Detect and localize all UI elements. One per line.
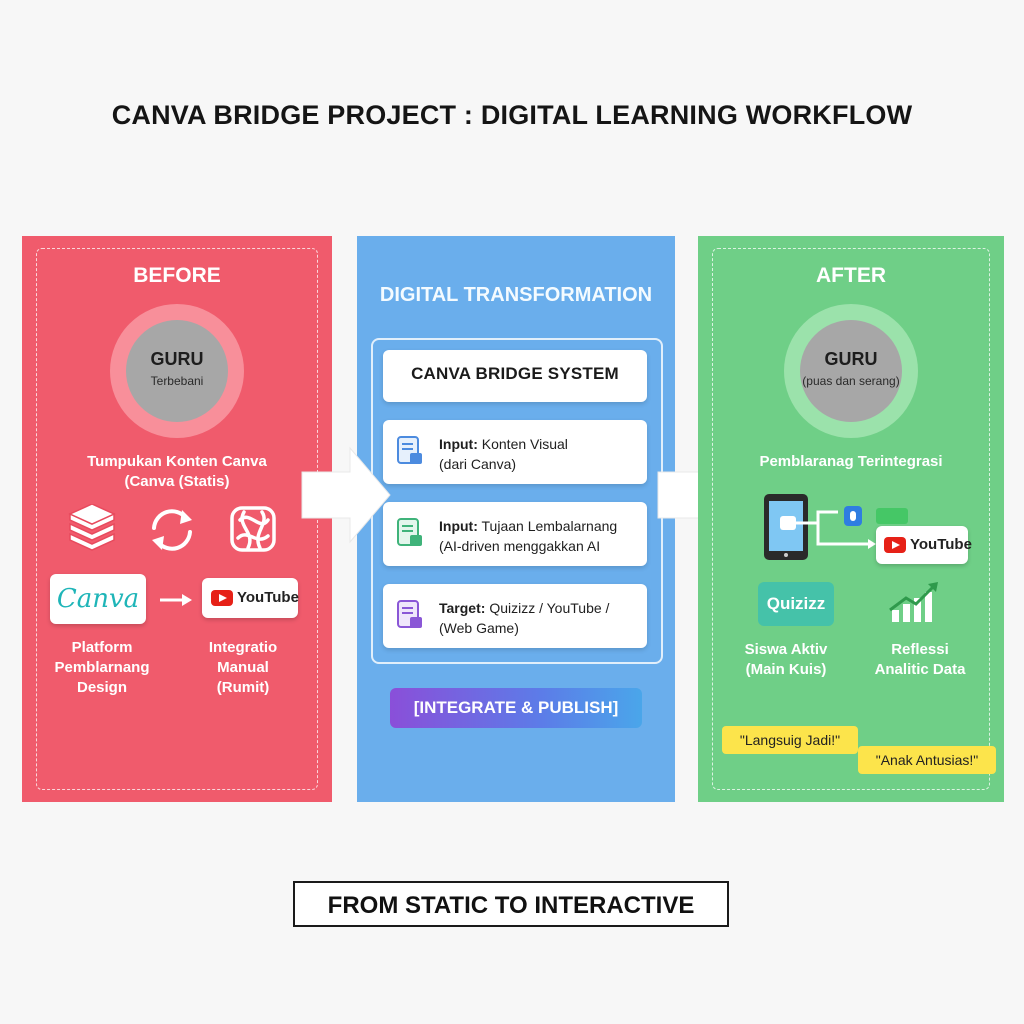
content-stack-label: Tumpukan Konten Canva (Canva (Statis) — [87, 453, 267, 490]
before-heading: BEFORE — [133, 264, 221, 287]
step-label: Input: — [439, 436, 478, 452]
page-title: CANVA BRIDGE PROJECT : DIGITAL LEARNING … — [111, 100, 913, 130]
arrow-right-icon — [160, 594, 192, 606]
quote-bubble: "Anak Antusias!" — [858, 746, 996, 774]
after-panel: AFTER GURU (puas dan serang) Pemblaranag… — [698, 236, 1004, 802]
step-label: Input: — [439, 518, 478, 534]
youtube-logo: YouTube — [876, 526, 972, 564]
step-target: Target: Quizizz / YouTube / (Web Game) — [383, 584, 647, 648]
dashed-border — [36, 248, 318, 790]
step-visual-content: Input: Konten Visual (dari Canva) — [383, 420, 647, 484]
guru-avatar: GURU Terbebani — [110, 304, 244, 438]
after-heading: AFTER — [816, 264, 886, 287]
reflection-label: Reflessi Analitic Data — [874, 641, 966, 678]
youtube-play-icon — [884, 536, 906, 553]
platform-label: Platform Pemblarnang Design — [54, 639, 150, 696]
stack-icon — [68, 504, 116, 551]
guru-name: GURU — [824, 349, 878, 369]
quote-bubble: "Langsuig Jadi!" — [722, 726, 858, 754]
document-icon — [397, 436, 422, 464]
canva-logo: Canva — [50, 574, 146, 624]
guru-state: Terbebani — [150, 374, 204, 388]
arrow-before-to-transform-icon — [301, 446, 391, 544]
growth-chart-icon — [889, 582, 938, 622]
step-label: Target: — [439, 600, 486, 616]
before-panel: BEFORE GURU Terbebani Tumpukan Konten Ca… — [22, 236, 332, 802]
transformation-heading: DIGITAL TRANSFORMATION — [379, 284, 653, 306]
guru-name: GURU — [150, 349, 204, 369]
dashed-border — [712, 248, 990, 790]
tablet-icon — [764, 494, 876, 560]
sync-icon — [152, 509, 192, 551]
footer-caption: FROM STATIC TO INTERACTIVE — [293, 881, 729, 927]
app-badge-icon — [844, 506, 862, 526]
document-ai-icon — [397, 518, 422, 546]
guru-state: (puas dan serang) — [802, 374, 900, 388]
quizizz-logo: Quizizz — [758, 582, 834, 626]
students-active-label: Siswa Aktiv (Main Kuis) — [744, 641, 828, 678]
youtube-logo: YouTube — [202, 578, 299, 618]
document-target-icon — [397, 600, 422, 628]
integration-label: Integratio Manual (Rumit) — [208, 639, 278, 696]
integrated-learning-label: Pemblaranag Terintegrasi — [759, 453, 943, 470]
step-learning-goal: Input: Tujaan Lembalarnang (AI-driven me… — [383, 502, 647, 566]
youtube-play-icon — [211, 589, 233, 606]
transformation-panel: DIGITAL TRANSFORMATION CANVA BRIDGE SYST… — [357, 236, 675, 802]
integrate-publish-button[interactable]: [INTEGRATE & PUBLISH] — [390, 688, 642, 728]
tangle-icon — [230, 506, 276, 552]
guru-avatar: GURU (puas dan serang) — [784, 304, 918, 438]
system-title-box: CANVA BRIDGE SYSTEM — [383, 350, 647, 402]
app-badge-icon — [876, 508, 908, 524]
